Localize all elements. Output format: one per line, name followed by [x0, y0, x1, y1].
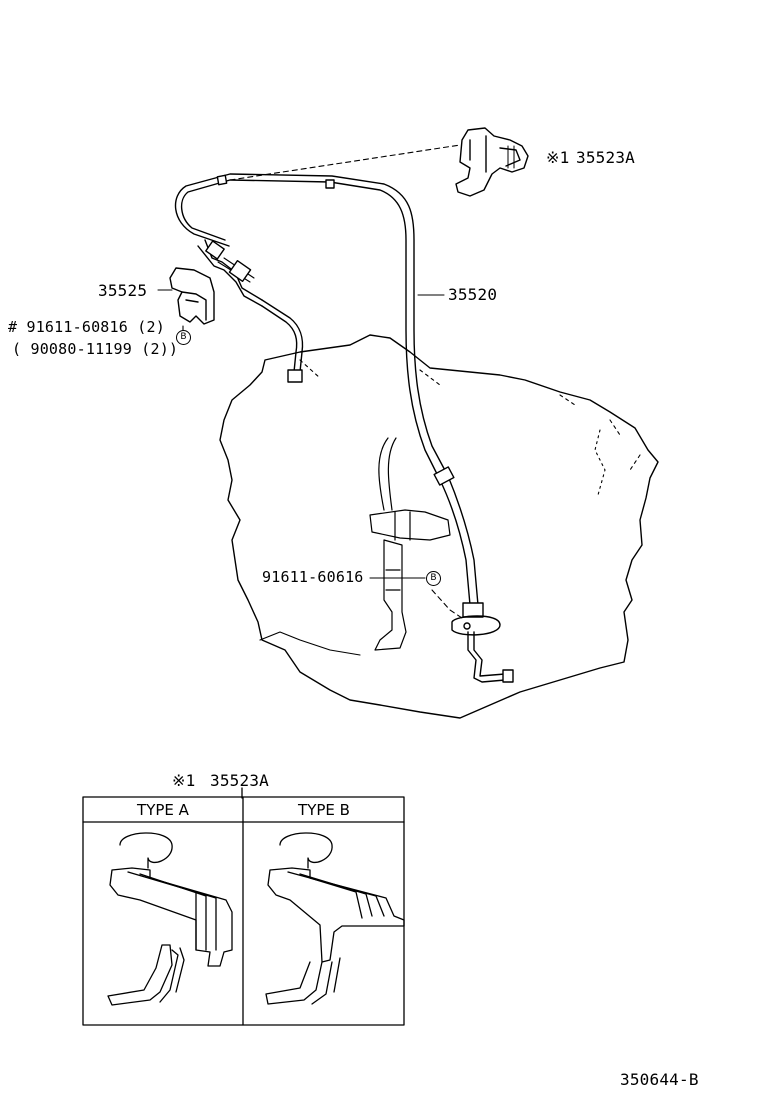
bolt-upper-alternate-part-number: ( 90080-11199 (2))	[12, 340, 179, 358]
part-number-35523a: 35523A	[576, 148, 635, 167]
inset-part-number: 35523A	[210, 771, 269, 790]
leader-lines	[157, 144, 463, 619]
inset-ref-marker: ※1	[172, 771, 196, 790]
bolt-marker-upper: B	[176, 330, 191, 345]
cable-shifter-end	[197, 239, 304, 383]
type-b-header: TYPE B	[298, 801, 350, 819]
bolt-marker-lower: B	[426, 571, 441, 586]
shift-linkage	[369, 437, 451, 651]
type-a-clamp-drawing	[107, 832, 233, 1006]
type-a-header: TYPE A	[137, 801, 189, 819]
type-b-clamp-drawing	[265, 832, 405, 1005]
clamp-ref-marker: ※1	[546, 148, 570, 167]
part-number-35525: 35525	[98, 281, 148, 300]
bolt-lower-part-number: 91611-60616	[262, 568, 364, 586]
bracket-35525	[169, 267, 215, 325]
transmission-outline	[219, 334, 659, 719]
figure-code: 350644-B	[620, 1070, 699, 1089]
cable-35520	[174, 173, 514, 683]
bolt-upper-part-number: # 91611-60816 (2)	[8, 318, 165, 336]
clamp-35523a	[455, 127, 529, 197]
part-number-35520: 35520	[448, 285, 498, 304]
inset-table	[82, 787, 405, 1026]
